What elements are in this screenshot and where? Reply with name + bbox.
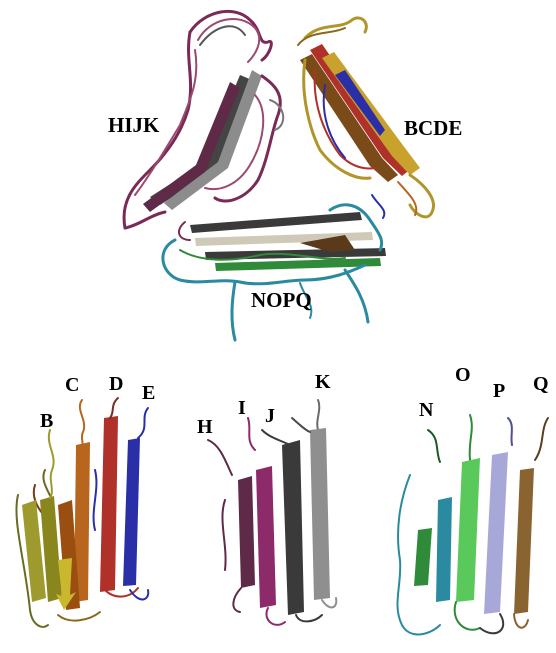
strand-label-c: C xyxy=(65,374,79,396)
strand-p-ribbon xyxy=(484,452,508,614)
strand-e-ribbon xyxy=(123,438,140,586)
strand-label-q: Q xyxy=(533,373,549,395)
strand-label-n: N xyxy=(419,399,434,421)
strand-label-i: I xyxy=(238,397,246,419)
cluster-label-nopq: NOPQ xyxy=(251,288,312,312)
strand-q-ribbon xyxy=(514,468,534,614)
strand-label-h: H xyxy=(197,416,213,438)
strand-o-ribbon xyxy=(456,458,480,602)
strand-h-ribbon xyxy=(238,476,255,588)
strand-label-k: K xyxy=(315,371,331,393)
cluster-label-hijk: HIJK xyxy=(108,113,160,137)
strand-i-ribbon xyxy=(256,466,276,608)
top-panel: HIJK BCDE NOPQ xyxy=(108,11,462,340)
strand-n-ribbon xyxy=(414,528,432,586)
strand-group-hijk xyxy=(208,400,336,625)
strand-label-e: E xyxy=(142,382,155,404)
strand-n-ribbon-2 xyxy=(436,497,452,602)
strand-label-d: D xyxy=(109,373,123,395)
strand-label-j: J xyxy=(265,405,275,427)
strand-k-ribbon xyxy=(310,428,330,600)
strand-label-p: P xyxy=(493,380,505,402)
strand-label-o: O xyxy=(455,364,471,386)
cluster-label-bcde: BCDE xyxy=(404,116,462,140)
strand-d-ribbon xyxy=(100,416,118,592)
strand-label-b: B xyxy=(40,410,53,432)
strand-group-nopq xyxy=(397,415,548,634)
strand-j-ribbon xyxy=(282,440,304,615)
strand-group-bcde xyxy=(16,398,148,627)
bottom-panel: B C D E H I J K N O P Q xyxy=(16,364,548,634)
nopq-superposition xyxy=(163,205,386,340)
